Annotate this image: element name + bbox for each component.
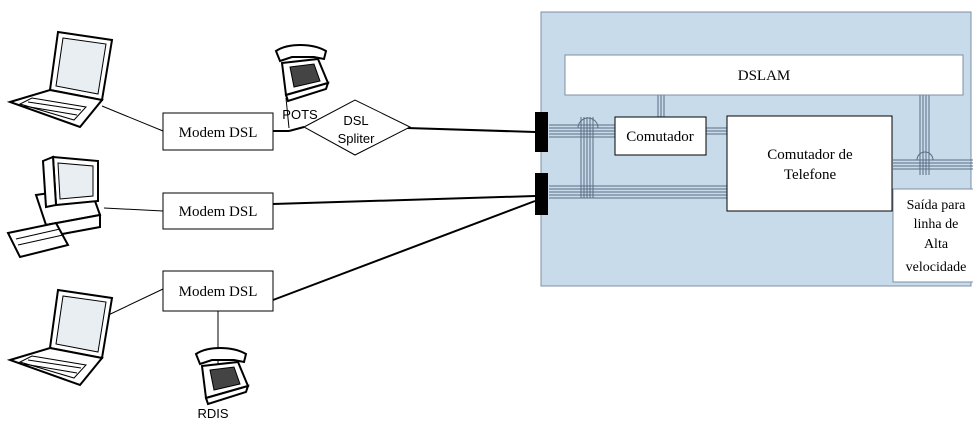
output-label-line4: velocidade xyxy=(906,260,967,275)
dslam-box xyxy=(564,54,964,96)
dsl-splitter xyxy=(302,99,412,156)
internal-bus-lines xyxy=(549,95,973,199)
switch-box xyxy=(614,116,707,156)
output-label-line2: linha de xyxy=(914,217,959,232)
port-upper xyxy=(535,112,548,152)
rdis-label: RDIS xyxy=(197,406,228,421)
output-box xyxy=(892,188,973,283)
phone-switch-label-line1: Comutador de xyxy=(767,147,853,163)
desktop-computer-icon xyxy=(6,155,102,259)
laptop-icon xyxy=(6,30,114,129)
connection-lines xyxy=(272,126,536,301)
modem-box-2 xyxy=(162,192,274,230)
pots-label: POTS xyxy=(282,107,318,122)
splitter-label-line2: Spliter xyxy=(338,131,376,146)
output-label-line3: Alta xyxy=(924,237,949,252)
phone-switch-box xyxy=(726,115,893,212)
modem-box-1 xyxy=(162,112,274,151)
laptop-icon xyxy=(6,288,114,387)
phone-switch-label-line2: Telefone xyxy=(784,167,837,183)
switch-label: Comutador xyxy=(626,129,694,145)
splitter-label-line1: DSL xyxy=(343,113,368,128)
telephone-icon xyxy=(274,44,330,103)
modem-label-3: Modem DSL xyxy=(179,284,258,300)
modem-label-2: Modem DSL xyxy=(179,204,258,220)
thin-links xyxy=(101,97,290,368)
modem-box-3 xyxy=(162,270,274,312)
telephone-icon xyxy=(194,347,250,406)
dslam-label: DSLAM xyxy=(738,68,791,84)
modem-label-1: Modem DSL xyxy=(179,125,258,141)
port-lower xyxy=(535,173,548,215)
output-label-line1: Saída para xyxy=(907,198,966,213)
